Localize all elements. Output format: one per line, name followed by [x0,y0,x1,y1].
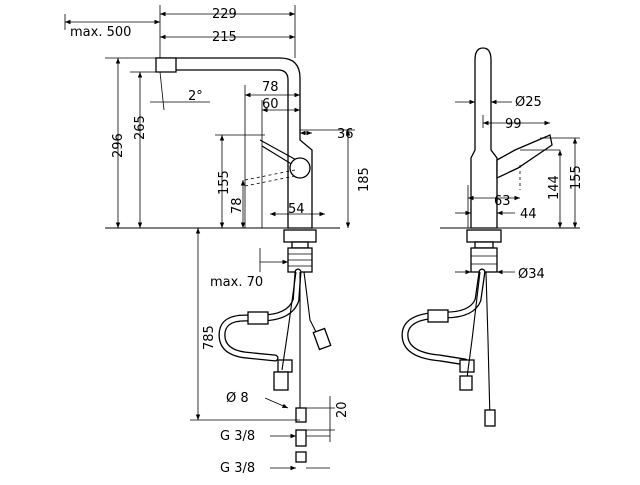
spout-column-front [470,47,498,229]
dim-dia-34: Ø34 [518,267,545,282]
dim-max-70: max. 70 [210,275,263,290]
dim-296: 296 [111,133,126,158]
supply-fitting-mid [295,429,307,447]
dim-785: 785 [202,325,217,350]
supply-fitting-bottom [295,451,307,463]
dim-dia-25: Ø25 [515,95,542,110]
spray-head [155,57,177,73]
dim-215: 215 [212,30,237,45]
dim-dia-8: Ø 8 [226,391,249,406]
dim-185: 185 [357,167,372,192]
mounting-nut-front [470,247,498,273]
dim-78-vertical: 78 [230,197,245,214]
dim-g-3-8-b: G 3/8 [220,461,255,476]
dim-99: 99 [505,117,522,132]
dim-44: 44 [520,207,537,222]
dim-max-500: max. 500 [70,25,131,40]
lever-hub [289,157,311,179]
dim-63: 63 [494,194,511,209]
hose-weight [247,311,269,325]
front-view: Ø25 99 144 155 63 44 Ø34 [401,47,584,427]
dim-54: 54 [288,202,305,217]
hose-connector [277,359,293,373]
dim-60: 60 [262,97,279,112]
dim-155-right: 155 [569,165,584,190]
side-view: 229 215 max. 500 2° 296 265 78 60 36 155… [64,5,372,476]
lever-front [496,134,553,180]
dim-2-degree: 2° [188,89,203,104]
dim-229: 229 [212,7,237,22]
lever-dashed-position [244,169,296,181]
mounting-flange [283,229,317,243]
dim-g-3-8-a: G 3/8 [220,429,255,444]
lever-handle [259,139,301,163]
dim-36: 36 [337,127,354,142]
dim-155: 155 [217,170,232,195]
dim-20: 20 [335,401,350,418]
supply-valve-left [273,371,289,391]
supply-valve-right [312,327,332,351]
dim-78: 78 [262,80,279,95]
supply-fitting-top [295,407,307,423]
dim-265: 265 [133,115,148,140]
dim-144: 144 [547,175,562,200]
